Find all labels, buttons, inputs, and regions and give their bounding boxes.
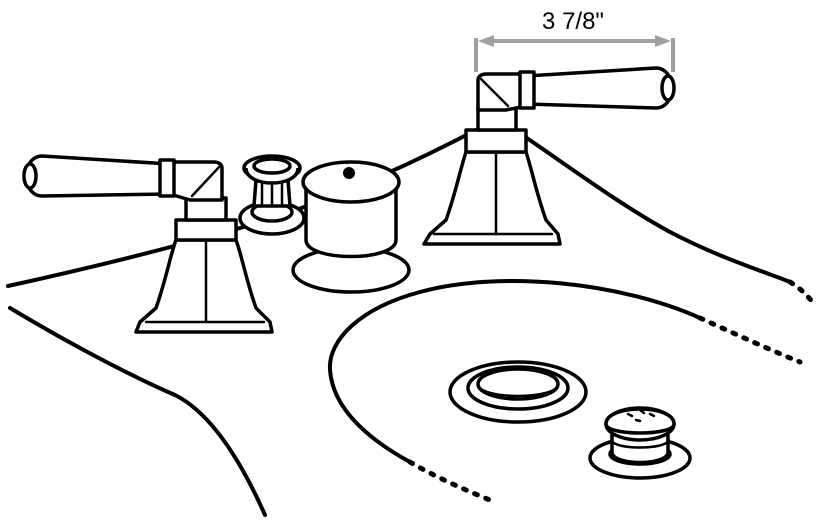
spout-indicator-dot xyxy=(343,167,355,179)
dimension-annotation: 3 7/8" xyxy=(474,8,675,72)
left-handle-valve xyxy=(22,154,274,334)
right-handle-valve xyxy=(422,66,676,246)
dimension-label: 3 7/8" xyxy=(542,8,604,35)
soap-dispenser xyxy=(238,154,306,236)
basin-outline xyxy=(327,278,803,503)
center-spout xyxy=(291,160,411,294)
drain xyxy=(448,360,588,424)
countertop-outline xyxy=(6,126,816,517)
dimension-line xyxy=(474,35,675,72)
drain-knob xyxy=(588,406,692,480)
